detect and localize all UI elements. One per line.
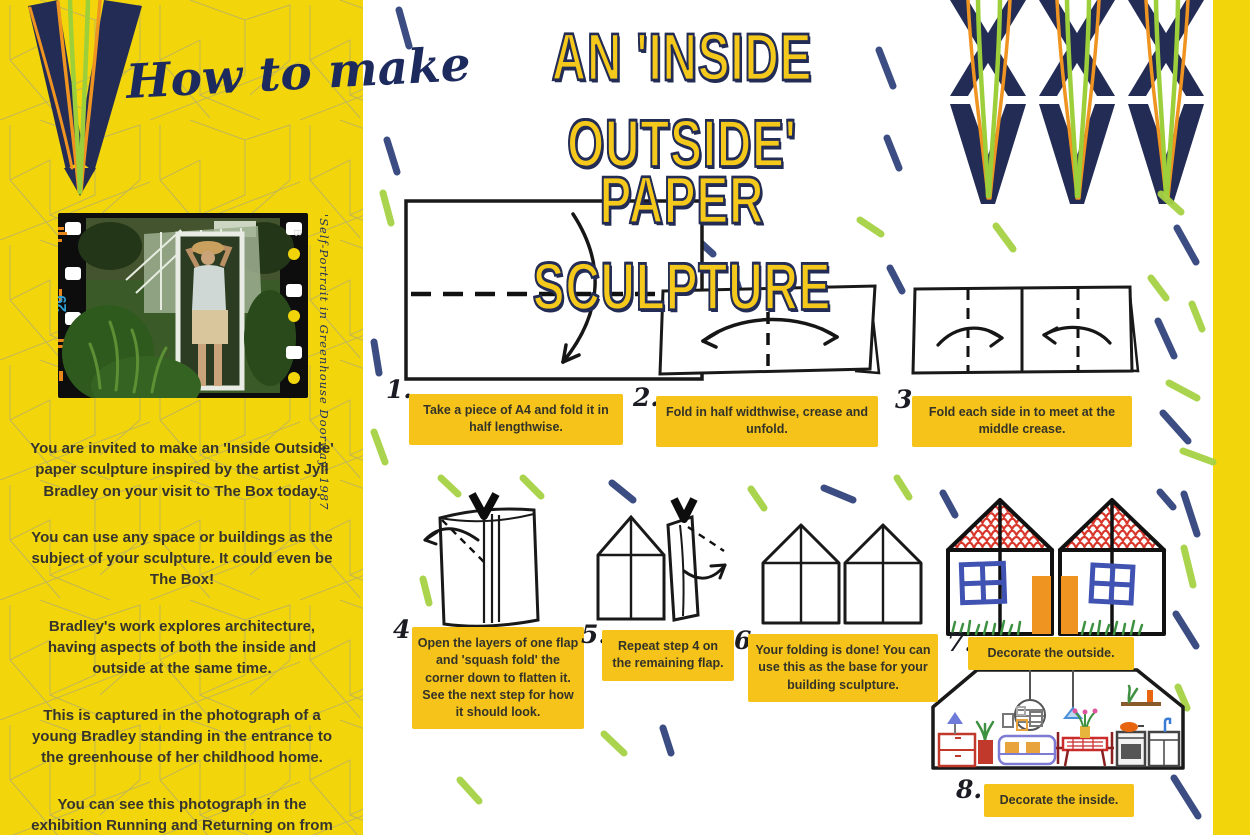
step-4-diagram [423,492,540,628]
main-title: AN 'INSIDE OUTSIDE' PAPER SCULPTURE [415,14,949,325]
step-2-number: 2. [633,383,660,412]
step-8-caption: Decorate the inside. [984,784,1134,818]
sidebar: 29 [0,0,363,835]
step-6-caption: Your folding is done! You can use this a… [748,634,938,702]
step-1-caption: Take a piece of A4 and fold it in half l… [409,394,623,445]
step-5-diagram [596,497,727,622]
step-6-diagram [761,523,923,625]
sidebar-paragraph: Bradley's work explores architecture, ha… [47,617,317,678]
photo-caption: 'Self-Portrait in Greenhouse Doorway' 19… [317,214,331,511]
main-title-line2: PAPER SCULPTURE [532,161,832,325]
film-frame-number: 29 [58,295,70,312]
sidebar-text: You are invited to make an 'Inside Outsi… [26,438,338,835]
step-7-diagram [946,498,1166,636]
sidebar-paragraph: You can see this photograph in the exhib… [31,795,333,834]
plant-motif-right [950,0,1214,210]
step-1-diagram [404,199,704,381]
film-edge-mark: B [291,229,303,236]
step-3-caption: Fold each side in to meet at the middle … [912,396,1132,447]
plant-motif-left [28,0,142,196]
step-8-diagram [931,668,1185,770]
step-3-diagram [911,285,1140,375]
step-1-number: 1. [386,375,413,404]
step-2-caption: Fold in half widthwise, crease and unfol… [656,396,878,447]
step-8-number: 8. [956,775,983,804]
sidebar-paragraph: You can use any space or buildings as th… [31,528,333,589]
step-7-caption: Decorate the outside. [968,637,1134,671]
sidebar-paragraph: You are invited to make an 'Inside Outsi… [30,440,334,500]
greenhouse-photo [62,218,296,398]
step-4-caption: Open the layers of one flap and 'squash … [412,627,584,730]
film-strip-photo: 29 [58,213,308,398]
right-yellow-strip [1213,0,1250,835]
step-5-caption: Repeat step 4 on the remaining flap. [602,630,734,681]
main-title-line1: AN 'INSIDE OUTSIDE' [551,17,813,181]
sidebar-paragraph: This is captured in the photograph of a … [31,706,333,767]
step-2-diagram [658,284,881,376]
